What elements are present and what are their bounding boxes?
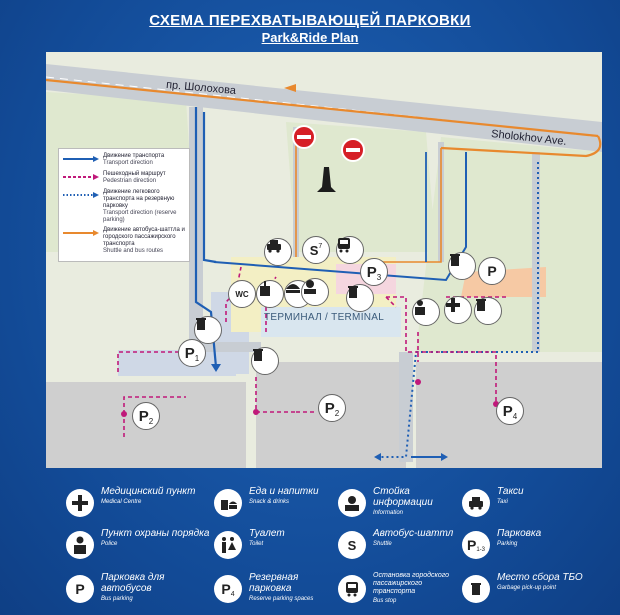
key-label-ru: Медицинский пункт	[101, 486, 196, 497]
legend-ru: Движение легкового транспорта на резервн…	[103, 189, 175, 209]
bus-parking-pin: P	[478, 257, 506, 285]
key-bus-stop: Остановка городского пассажирского транс…	[338, 572, 462, 612]
garbage-icon	[462, 575, 490, 603]
key-label-en: Bus parking	[101, 596, 133, 602]
key-label-ru: Место сбора ТБО	[497, 572, 583, 583]
no-entry-sign-2	[341, 138, 365, 162]
parking-num: 1	[194, 353, 200, 363]
medical-cross-icon	[66, 489, 94, 517]
police-icon	[66, 531, 94, 559]
information-icon	[301, 278, 329, 306]
key-label-en: Garbage pick-up point	[497, 585, 557, 591]
toilet-icon: WC	[228, 280, 256, 308]
key-label-en: Medical Centre	[101, 499, 142, 505]
police-icon	[412, 298, 440, 326]
key-label-en: Parking	[497, 541, 518, 547]
key-label-ru: Такси	[497, 486, 524, 497]
bus-stop-icon	[336, 236, 364, 264]
bus-parking-icon: P	[66, 575, 94, 603]
parking-num: 3	[376, 272, 382, 282]
key-label-ru: Туалет	[249, 528, 285, 539]
no-entry-sign-1	[292, 125, 316, 149]
green-area-center	[286, 122, 436, 252]
garbage-icon-1	[194, 316, 222, 344]
garbage-icon-5	[474, 297, 502, 325]
key-label-en: Information	[373, 510, 404, 516]
taxi-icon	[462, 489, 490, 517]
terminal-label: ТЕРМИНАЛ / TERMINAL	[264, 312, 385, 323]
taxi-icon	[264, 238, 292, 266]
food-icon	[256, 280, 284, 308]
key-label-en: Bus stop	[373, 598, 397, 604]
shuttle-num: 7	[318, 242, 323, 250]
key-label-en: Police	[101, 541, 118, 547]
parking-map: пр. Шолохова Sholokhov Ave. Движение тра…	[46, 52, 602, 468]
medical-cross-icon	[444, 296, 472, 324]
key-label-en: Shuttle	[373, 541, 392, 547]
parking-num: 4	[230, 590, 235, 598]
key-label-ru: Парковка для автобусов	[101, 572, 165, 594]
parking-range: 1-3	[476, 547, 485, 553]
legend-en: Pedestrian direction	[103, 178, 157, 184]
key-label-en: Toilet	[249, 541, 264, 547]
title-en: Park&Ride Plan	[261, 30, 359, 45]
garbage-icon-2	[251, 347, 279, 375]
wc-label: WC	[235, 289, 249, 299]
legend-ru: Движение автобуса-шаттла и городского па…	[103, 227, 185, 247]
key-label-ru: Стойка информации	[373, 486, 433, 508]
garbage-icon-3	[346, 284, 374, 312]
toilet-icon	[214, 531, 242, 559]
terminal-building	[261, 307, 401, 337]
legend-en: Shuttle and bus routes	[103, 248, 164, 254]
monument-icon	[317, 167, 336, 192]
parking-num: 4	[512, 411, 518, 421]
food-icon	[214, 489, 242, 517]
parking-num: 2	[148, 416, 154, 426]
legend-en: Transport direction	[103, 160, 153, 166]
legend-en: Transport direction (reserve parking)	[103, 210, 177, 223]
key-label-ru: Резервная парковка	[249, 572, 299, 594]
key-label-ru: Парковка	[497, 528, 542, 539]
bus-stop-icon	[338, 575, 366, 603]
garbage-icon-4	[448, 252, 476, 280]
key-garbage: Место сбора ТБО Garbage pick-up point	[462, 572, 592, 612]
header: СХЕМА ПЕРЕХВАТЫВАЮЩЕЙ ПАРКОВКИ Park&Ride…	[0, 12, 620, 45]
key-label-en: Reserve parking spaces	[249, 596, 314, 602]
key-label-en: Taxi	[497, 499, 508, 505]
key-label-ru: Еда и напитки	[249, 486, 319, 497]
key-label-ru: Автобус-шаттл	[373, 528, 454, 539]
parking-num: 2	[334, 408, 340, 418]
information-icon	[338, 489, 366, 517]
key-label-ru: Остановка городского пассажирского транс…	[373, 572, 450, 595]
key-label-en: Snack & drinks	[249, 499, 290, 505]
shuttle-icon: S	[338, 531, 366, 559]
title-ru: СХЕМА ПЕРЕХВАТЫВАЮЩЕЙ ПАРКОВКИ	[149, 12, 471, 29]
legend-ru: Движение транспорта	[103, 153, 165, 159]
key-label-ru: Пункт охраны порядка	[101, 528, 210, 539]
legend-ru: Пешеходный маршрут	[103, 171, 166, 177]
